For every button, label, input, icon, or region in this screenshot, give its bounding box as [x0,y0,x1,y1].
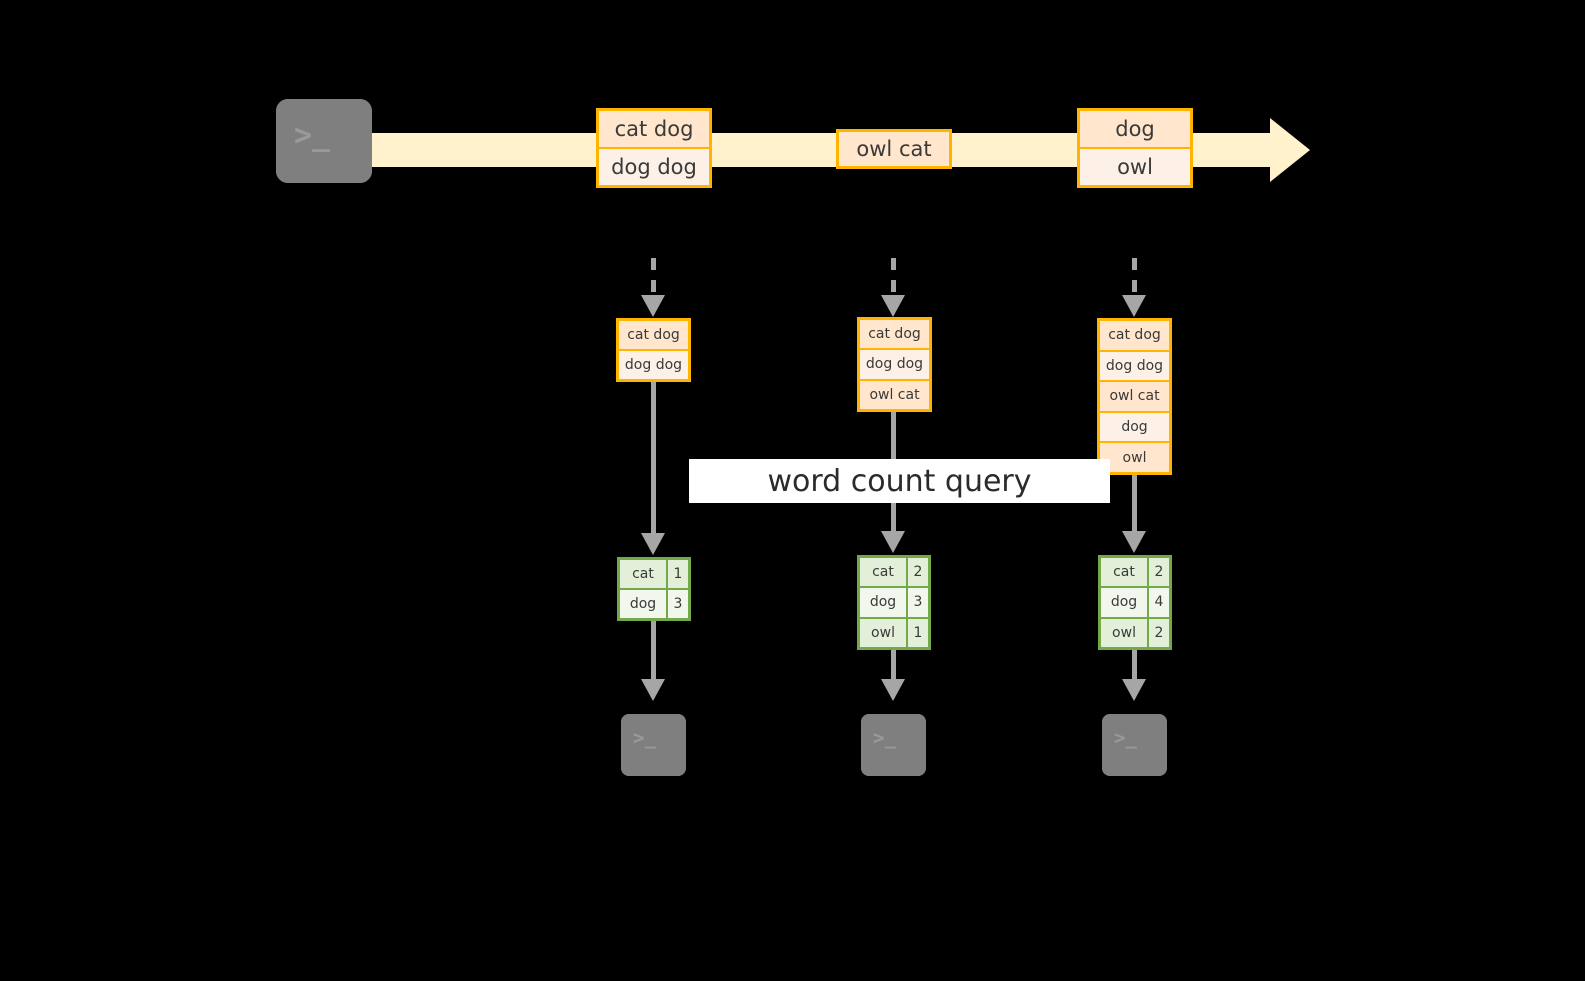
input-table-3: cat dog dog dog owl cat dog owl [1097,318,1172,475]
terminal-prompt-label: >_ [633,727,656,749]
stream-batch-1-row: dog dog [599,149,709,185]
stream-batch-3-row: dog [1080,111,1190,149]
sink-terminal-icon-2[interactable]: >_ [850,703,937,787]
terminal-prompt-label: >_ [294,118,331,153]
trigger-1-sink-connector-head [641,679,665,701]
terminal-prompt-label: >_ [873,727,896,749]
input-table-3-row: owl [1100,443,1169,472]
trigger-3-stream-connector-head [1122,295,1146,317]
input-table-2: cat dog dog dog owl cat [857,317,932,412]
terminal-body [861,714,926,776]
input-table-1-row: dog dog [619,351,688,379]
result-table-2: cat 2 dog 3 owl 1 [857,555,931,650]
terminal-body [1102,714,1167,776]
result-count-cell: 1 [908,618,928,647]
result-count-cell: 1 [668,560,688,588]
input-table-1: cat dog dog dog [616,318,691,382]
trigger-1-query-connector [651,382,656,537]
stream-batch-1: cat dog dog dog [596,108,712,188]
result-table-1: cat 1 dog 3 [617,557,691,621]
result-table-2-row: owl 1 [860,618,928,647]
result-table-3: cat 2 dog 4 owl 2 [1098,555,1172,650]
result-word-cell: dog [620,590,668,618]
result-count-cell: 2 [908,558,928,587]
input-table-1-row: cat dog [619,321,688,351]
stream-batch-3: dog owl [1077,108,1193,188]
event-stream-arrow-head [1270,118,1310,182]
trigger-3-query-connector [1132,475,1137,535]
terminal-prompt-label: >_ [1114,727,1137,749]
result-word-cell: cat [620,560,668,588]
stream-batch-2: owl cat [836,129,952,169]
input-table-3-row: dog [1100,412,1169,444]
input-table-2-row: dog dog [860,350,929,381]
trigger-2-query-connector-head [881,531,905,553]
input-table-2-row: owl cat [860,380,929,409]
result-table-3-row: cat 2 [1101,558,1169,589]
result-table-3-row: dog 4 [1101,588,1169,619]
trigger-1-stream-connector-head [641,295,665,317]
terminal-body [621,714,686,776]
result-word-cell: dog [1101,588,1149,617]
trigger-3-query-connector-head [1122,531,1146,553]
sink-terminal-icon-3[interactable]: >_ [1091,703,1178,787]
stream-batch-1-row: cat dog [599,111,709,149]
result-word-cell: cat [1101,558,1149,587]
sink-terminal-icon-1[interactable]: >_ [610,703,697,787]
result-count-cell: 4 [1149,588,1169,617]
result-word-cell: owl [860,618,908,647]
trigger-1-query-connector-head [641,533,665,555]
trigger-2-stream-connector [891,258,896,298]
result-table-1-row: dog 3 [620,590,688,618]
source-terminal-icon[interactable]: >_ [265,88,383,194]
result-word-cell: owl [1101,618,1149,647]
result-word-cell: cat [860,558,908,587]
trigger-1-sink-connector [651,621,656,683]
result-table-2-row: cat 2 [860,558,928,589]
trigger-3-sink-connector [1132,650,1137,683]
result-table-3-row: owl 2 [1101,618,1169,647]
input-table-2-row: cat dog [860,320,929,351]
trigger-3-sink-connector-head [1122,679,1146,701]
result-count-cell: 2 [1149,618,1169,647]
input-table-3-row: cat dog [1100,321,1169,352]
result-table-2-row: dog 3 [860,588,928,619]
input-table-3-row: dog dog [1100,351,1169,383]
input-table-3-row: owl cat [1100,382,1169,413]
trigger-3-stream-connector [1132,258,1137,298]
trigger-2-sink-connector [891,650,896,683]
trigger-2-sink-connector-head [881,679,905,701]
trigger-2-stream-connector-head [881,295,905,317]
trigger-1-stream-connector [651,258,656,298]
result-word-cell: dog [860,588,908,617]
terminal-body [276,99,372,183]
result-count-cell: 2 [1149,558,1169,587]
result-count-cell: 3 [908,588,928,617]
result-count-cell: 3 [668,590,688,618]
result-table-1-row: cat 1 [620,560,688,590]
stream-batch-3-row: owl [1080,149,1190,185]
query-label: word count query [689,459,1110,503]
stream-batch-2-row: owl cat [839,132,949,166]
